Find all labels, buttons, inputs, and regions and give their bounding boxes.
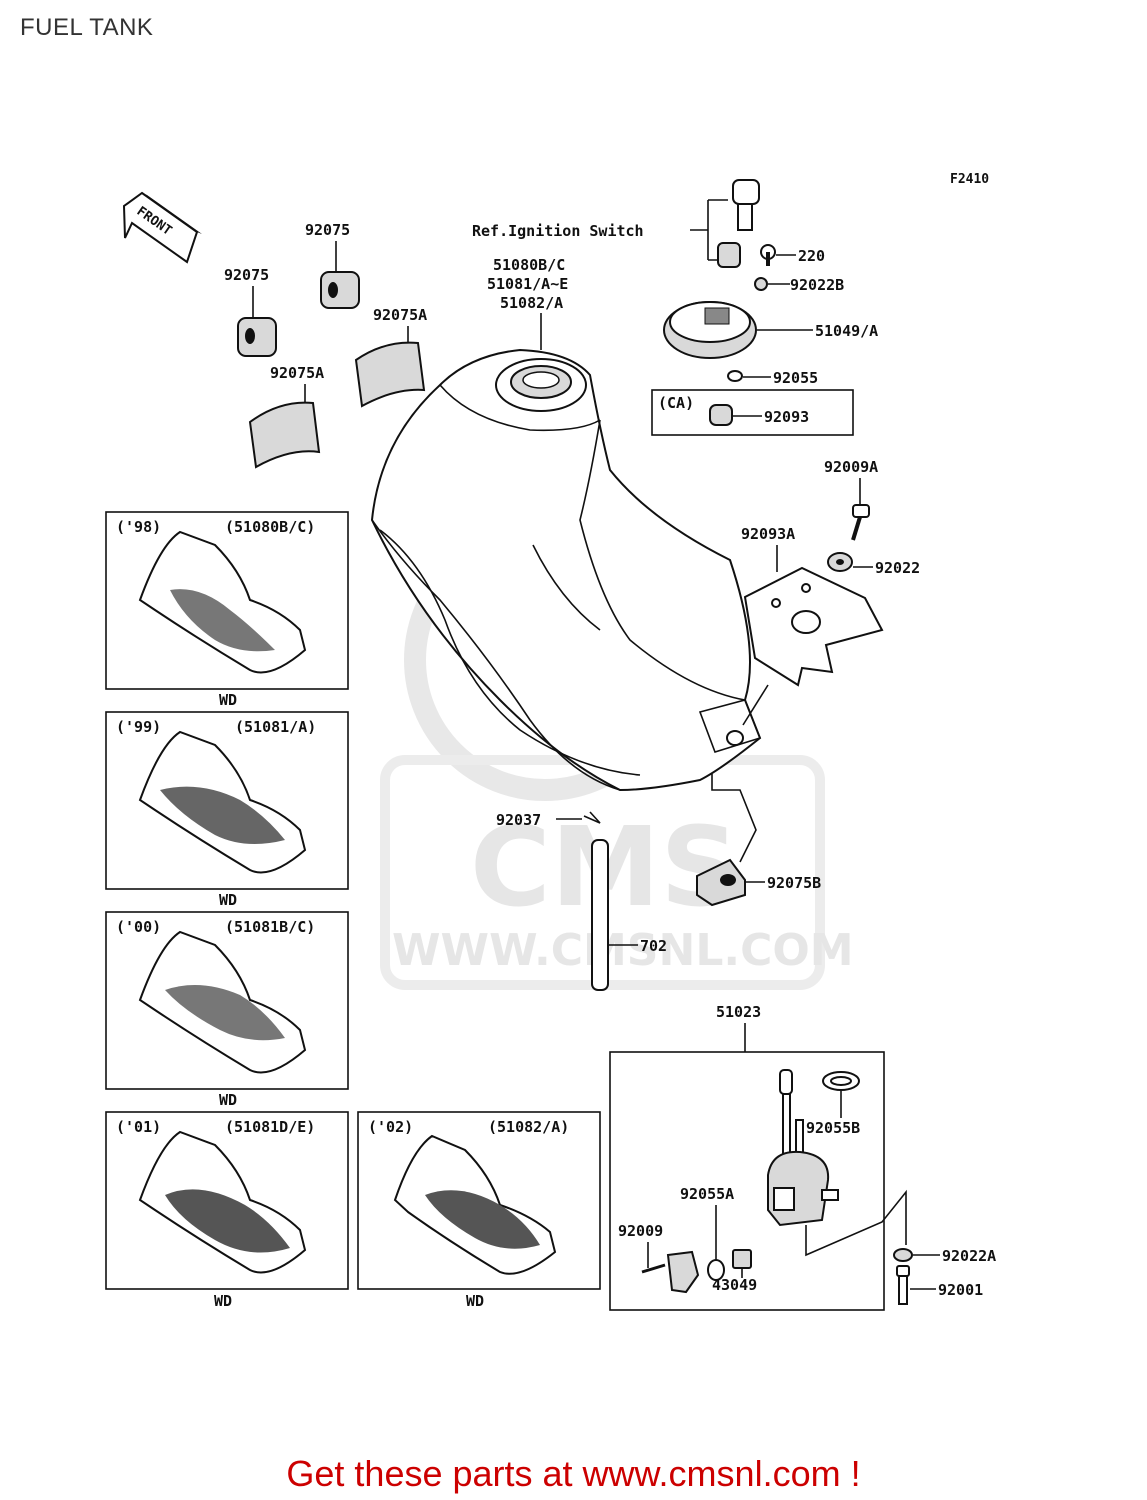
- watermark-url: WWW.CMSNL.COM: [392, 925, 854, 976]
- valve-92093: [709, 404, 733, 426]
- label-92075-top: 92075: [305, 221, 350, 239]
- decal-note: WD: [214, 1292, 232, 1310]
- label-702: 702: [640, 937, 667, 955]
- decal-panel-99: ('99) (51081/A) WD: [105, 711, 349, 909]
- oring-92055A: [707, 1259, 725, 1281]
- decal-part-number: (51081B/C): [225, 918, 315, 936]
- bolt-92001: [896, 1265, 910, 1305]
- decal-panel-00: ('00) (51081B/C) WD: [105, 911, 349, 1109]
- label-92075B: 92075B: [767, 874, 821, 892]
- label-43049: 43049: [712, 1276, 757, 1294]
- gasket-92055: [727, 370, 743, 382]
- label-92093A: 92093A: [741, 525, 795, 543]
- screw-220: [760, 244, 776, 266]
- page-title: FUEL TANK: [20, 14, 154, 41]
- decal-part-number: (51082/A): [488, 1118, 569, 1136]
- label-92075A-upper: 92075A: [373, 306, 427, 324]
- label-92022B: 92022B: [790, 276, 844, 294]
- damper-92075A-upper: [354, 341, 426, 408]
- decal-year: ('98): [116, 518, 161, 536]
- front-arrow-icon: FRONT: [122, 191, 202, 264]
- key-cylinder: [717, 242, 741, 268]
- label-ca: (CA): [658, 394, 694, 412]
- fuel-cap-51049: [663, 301, 757, 359]
- bolt-92009A: [851, 504, 870, 541]
- fuel-tank: [370, 348, 762, 792]
- lever-plate: [666, 1250, 700, 1294]
- decal-panel-02: ('02) (51082/A) WD: [357, 1111, 601, 1310]
- fuel-tap-box: [609, 1051, 885, 1311]
- label-92055: 92055: [773, 369, 818, 387]
- gasket-92055B: [822, 1071, 860, 1091]
- ca-box: [651, 389, 854, 436]
- decal-panel-98: ('98) (51080B/C) WD: [105, 511, 349, 709]
- decal-part-number: (51081/A): [235, 718, 316, 736]
- washer-92022A: [893, 1248, 913, 1262]
- filter-43049: [732, 1249, 752, 1269]
- damper-92075A-lower: [248, 401, 321, 469]
- decal-note: WD: [219, 1091, 237, 1109]
- tank-part-label-3: 51082/A: [500, 294, 563, 312]
- tank-part-label-1: 51080B/C: [493, 256, 565, 274]
- ignition-key-icon: [732, 179, 760, 231]
- decal-year: ('99): [116, 718, 161, 736]
- label-92009: 92009: [618, 1222, 663, 1240]
- clip-92037: [583, 811, 601, 824]
- label-51049: 51049/A: [815, 322, 878, 340]
- label-92075A-lower: 92075A: [270, 364, 324, 382]
- damper-92075B: [696, 858, 746, 907]
- decal-panel-01: ('01) (51081D/E) WD: [105, 1111, 349, 1310]
- label-92093: 92093: [764, 408, 809, 426]
- damper-92075-upper: [320, 271, 360, 309]
- footer-promo-link[interactable]: Get these parts at www.cmsnl.com !: [286, 1453, 861, 1494]
- label-92055A: 92055A: [680, 1185, 734, 1203]
- decal-part-number: (51081D/E): [225, 1118, 315, 1136]
- decal-year: ('00): [116, 918, 161, 936]
- decal-year: ('01): [116, 1118, 161, 1136]
- label-220: 220: [798, 247, 825, 265]
- decal-year: ('02): [368, 1118, 413, 1136]
- label-92001: 92001: [938, 1281, 983, 1299]
- decal-part-number: (51080B/C): [225, 518, 315, 536]
- label-92009A: 92009A: [824, 458, 878, 476]
- label-92037: 92037: [496, 811, 541, 829]
- decal-note: WD: [219, 891, 237, 909]
- label-92075-left: 92075: [224, 266, 269, 284]
- washer-92022B: [754, 277, 768, 291]
- screw-92009: [641, 1263, 666, 1274]
- ref-ignition-switch-note: Ref.Ignition Switch: [472, 222, 644, 240]
- label-92022: 92022: [875, 559, 920, 577]
- label-92022A: 92022A: [942, 1247, 996, 1265]
- figure-code: F2410: [950, 172, 989, 187]
- hose-702: [591, 839, 609, 991]
- bracket-92093A: [743, 566, 884, 687]
- label-92055B: 92055B: [806, 1119, 860, 1137]
- damper-92075-lower: [237, 317, 277, 357]
- fuel-tap-51023: [767, 1069, 907, 1257]
- decal-note: WD: [219, 691, 237, 709]
- washer-92022: [827, 552, 853, 572]
- decal-note: WD: [466, 1292, 484, 1310]
- tank-part-label-2: 51081/A~E: [487, 275, 568, 293]
- label-51023: 51023: [716, 1003, 761, 1021]
